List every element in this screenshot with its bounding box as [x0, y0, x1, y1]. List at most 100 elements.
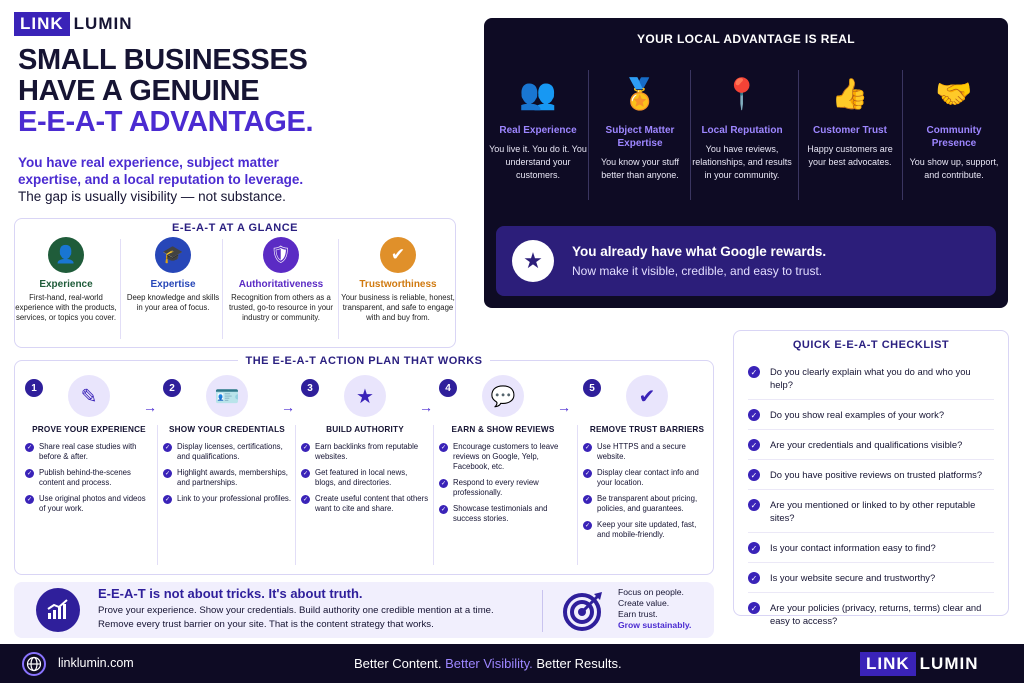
plan-step-1: 1 ✎ PROVE YOUR EXPERIENCE ✓Share real case … — [25, 375, 153, 520]
step-title: EARN & SHOW REVIEWS — [451, 425, 555, 434]
glance-item-desc: Deep knowledge and skills in your area o… — [126, 293, 220, 312]
tag-results: Better Results. — [536, 656, 622, 671]
local-item-title: Community Presence — [926, 125, 982, 149]
focus-list: Focus on people. Create value. Earn trus… — [618, 587, 691, 631]
checklist-item: ✓Are you mentioned or linked to by other… — [748, 498, 994, 533]
headline-line2: HAVE A GENUINE — [18, 75, 260, 107]
plan-step-2: 2🪪SHOW YOUR CREDENTIALS✓Display licenses… — [163, 375, 291, 510]
step-item: ✓Highlight awards, memberships, and part… — [163, 468, 288, 487]
truth-line2: Remove every trust barrier on your site.… — [98, 619, 434, 630]
step-list: ✓Use HTTPS and a secure website.✓Display… — [583, 442, 711, 540]
award-ribbon-icon: 🏅 — [621, 77, 659, 111]
check-icon: ✓ — [163, 443, 172, 452]
checklist-item: ✓Do you show real examples of your work? — [748, 408, 994, 430]
banner-subtitle: Now make it visible, credible, and easy … — [572, 264, 823, 278]
headline-line1: SMALL BUSINESSES — [18, 44, 308, 76]
check-icon: ✓ — [163, 495, 172, 504]
local-item-desc: You know your stuff better than anyone. — [600, 157, 680, 180]
check-icon: ✓ — [748, 542, 760, 554]
plan-title: THE E-E-A-T ACTION PLAN THAT WORKS — [237, 355, 491, 367]
step-number: 1 — [25, 379, 43, 397]
local-item-title: Real Experience — [499, 125, 577, 136]
tag-visibility: Better Visibility. — [445, 656, 533, 671]
step-item: ✓Create useful content that others want … — [301, 494, 429, 513]
arrow-right-icon: → — [281, 399, 295, 415]
arrow-right-icon: → — [557, 399, 571, 415]
headline: SMALL BUSINESSES HAVE A GENUINE E-E-A-T … — [18, 44, 314, 138]
brand-logo: LINK LUMIN — [14, 12, 133, 36]
footer-tagline: Better Content. Better Visibility. Bette… — [354, 656, 622, 671]
step-item: ✓Use original photos and videos of your … — [25, 494, 146, 513]
glance-item-title: Authoritativeness — [238, 279, 324, 290]
local-item-desc: You live it. You do it. You understand y… — [489, 144, 587, 180]
checklist-item: ✓Are your policies (privacy, returns, te… — [748, 601, 994, 635]
shield-check-icon: ✔ — [626, 375, 668, 417]
pencil-icon: ✎ — [68, 375, 110, 417]
local-item-title: Local Reputation — [701, 125, 783, 136]
step-number: 5 — [583, 379, 601, 397]
footer-bar: linklumin.com Better Content. Better Vis… — [0, 644, 1024, 683]
step-item: ✓Get featured in local news, blogs, and … — [301, 468, 408, 487]
logo-lumin: LUMIN — [73, 14, 133, 33]
check-icon: ✓ — [748, 439, 760, 451]
thumbs-up-icon: 👍 — [831, 77, 869, 111]
review-bubble-icon: 💬 — [482, 375, 524, 417]
shield-check-icon: ✔ — [380, 237, 416, 273]
step-item: ✓Encourage customers to leave reviews on… — [439, 442, 559, 471]
glance-title: E-E-A-T AT A GLANCE — [171, 222, 298, 234]
map-pin-icon: 📍 — [723, 77, 761, 111]
star-shield-icon: ★ — [344, 375, 386, 417]
step-item: ✓Share real case studies with before & a… — [25, 442, 137, 461]
globe-icon — [22, 652, 46, 676]
step-title: REMOVE TRUST BARRIERS — [589, 425, 705, 434]
step-item: ✓Keep your site updated, fast, and mobil… — [583, 520, 697, 539]
step-item: ✓Earn backlinks from reputable websites. — [301, 442, 419, 461]
check-icon: ✓ — [439, 479, 448, 488]
check-icon: ✓ — [301, 469, 310, 478]
step-list: ✓Encourage customers to leave reviews on… — [439, 442, 567, 524]
local-item-title: Customer Trust — [813, 125, 887, 136]
focus-2: Create value. — [618, 598, 670, 608]
step-item: ✓Publish behind-the-scenes content and p… — [25, 468, 131, 487]
check-icon: ✓ — [163, 469, 172, 478]
footer-logo-link: LINK — [860, 652, 916, 676]
target-icon — [562, 590, 604, 632]
intro-text: You have real experience, subject matter… — [18, 154, 358, 205]
step-item: ✓Respond to every review professionally. — [439, 478, 539, 497]
step-title: PROVE YOUR EXPERIENCE — [32, 425, 146, 434]
step-list: ✓Earn backlinks from reputable websites.… — [301, 442, 429, 514]
id-card-icon: 🪪 — [206, 375, 248, 417]
local-item-desc: You show up, support, and contribute. — [909, 157, 999, 180]
check-icon: ✓ — [583, 495, 592, 504]
check-icon: ✓ — [748, 409, 760, 421]
check-icon: ✓ — [25, 495, 34, 504]
step-item: ✓Link to your professional profiles. — [163, 494, 291, 504]
tag-content: Better Content. — [354, 656, 442, 671]
arrow-right-icon: → — [419, 399, 433, 415]
intro-line1: You have real experience, subject matter — [18, 155, 279, 170]
truth-line1: Prove your experience. Show your credent… — [98, 605, 494, 616]
plan-step-4: 4💬EARN & SHOW REVIEWS✓Encourage customer… — [439, 375, 567, 530]
footer-site-link[interactable]: linklumin.com — [58, 656, 134, 670]
intro-line3: The gap is usually visibility — not subs… — [18, 189, 286, 204]
step-item: ✓Showcase testimonials and success stori… — [439, 504, 548, 523]
truth-text: Prove your experience. Show your credent… — [98, 604, 538, 632]
check-icon: ✓ — [748, 366, 760, 378]
local-item-title: Subject Matter Expertise — [605, 125, 675, 149]
google-banner: ★ You already have what Google rewards. … — [496, 226, 996, 296]
plan-step-5: 5 ✔ REMOVE TRUST BARRIERS ✓Use HTTPS and a … — [583, 375, 711, 546]
check-icon: ✓ — [748, 469, 760, 481]
check-icon: ✓ — [583, 521, 592, 530]
glance-item-title: Experience — [39, 279, 93, 290]
check-icon: ✓ — [301, 443, 310, 452]
local-item-desc: You have reviews, relationships, and res… — [692, 144, 792, 180]
truth-title: E-E-A-T is not about tricks. It's about … — [98, 586, 363, 601]
check-icon: ✓ — [748, 602, 760, 614]
growth-chart-icon — [36, 588, 80, 632]
local-title: YOUR LOCAL ADVANTAGE IS REAL — [636, 32, 856, 46]
